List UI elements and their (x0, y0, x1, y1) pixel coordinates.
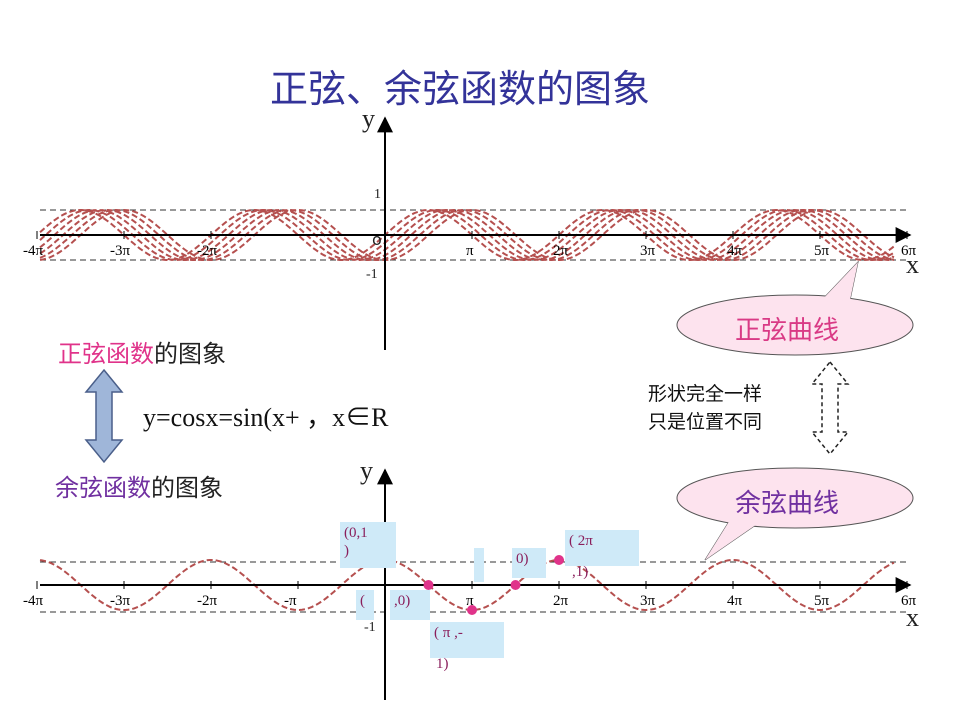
point-box-halfpi-end: ,0) (390, 590, 430, 620)
key-point-3 (510, 580, 521, 590)
point-box-2pi-text: ( 2π (569, 533, 593, 549)
top-tick-label-1: -3π (110, 243, 130, 259)
bottom-cosine-curve (39, 559, 895, 612)
bottom-x-ticks: -4π -3π -2π -π π 2π 3π 4π 5π 6π (23, 581, 917, 609)
bottom-y-tick-minus1: -1 (364, 620, 376, 635)
slide-title: 正弦、余弦函数的图象 (269, 67, 650, 111)
note-line-2: 只是位置不同 (648, 411, 763, 433)
point-box-halfpi-text: ,0) (394, 593, 411, 609)
cosine-bubble-text: 余弦曲线 (735, 489, 840, 519)
point-box-2pi: ( 2π (565, 530, 639, 566)
top-sine-curves (39, 208, 895, 262)
double-arrow-left (84, 368, 124, 464)
key-point-4 (554, 555, 565, 565)
key-point-1 (423, 580, 434, 590)
double-arrow-right (810, 360, 850, 456)
sine-curve-trace-5 (39, 208, 895, 261)
point-box-0-1: (0,1 ) (340, 522, 396, 568)
top-x-label: x (906, 250, 919, 279)
identity-formula: y=cosx=sin(x+ ，x∈R (143, 403, 389, 432)
sine-curve-trace-0 (39, 209, 895, 261)
top-tick-label-5: 3π (640, 243, 656, 259)
top-y-tick-1: 1 (374, 187, 381, 202)
point-box-pi-small (474, 548, 484, 582)
sine-bubble (676, 260, 914, 356)
point-box-3halfpi: 0) (512, 548, 546, 578)
sine-graph-label: 正弦函数的图象 (58, 334, 226, 369)
sine-curve-trace-2 (39, 208, 895, 261)
bottom-tick-label-5: 2π (553, 593, 569, 609)
top-tick-label-8: 6π (901, 243, 917, 259)
bottom-graph: -4π -3π -2π -π π 2π 3π 4π 5π 6π (23, 468, 917, 700)
sine-function-text: 正弦函数 (58, 340, 154, 368)
top-x-ticks: -4π -3π -2π π 2π 3π 4π 5π 6π (23, 231, 917, 259)
bottom-tick-label-3: -π (284, 593, 297, 609)
point-box-0-1-text-b: ) (344, 543, 349, 559)
bottom-tick-label-2: -2π (197, 593, 217, 609)
top-tick-label-6: 4π (727, 243, 743, 259)
sine-bubble-text: 正弦曲线 (735, 316, 840, 346)
top-tick-label-4: 2π (553, 243, 569, 259)
top-graph: -4π -3π -2π π 2π 3π 4π 5π 6π (23, 116, 917, 350)
point-box-pi-text-b: 1) (436, 656, 449, 672)
bottom-tick-label-6: 3π (640, 593, 656, 609)
cosine-function-text: 余弦函数 (55, 474, 151, 502)
top-tick-label-2: -2π (197, 243, 217, 259)
bottom-tick-label-1: -3π (110, 593, 130, 609)
point-box-2pi-text-b: ,1) (572, 564, 589, 580)
top-tick-label-0: -4π (23, 243, 43, 259)
key-point-2 (467, 605, 478, 615)
top-tick-label-7: 5π (814, 243, 830, 259)
point-box-pi-text: ( π ,- (434, 625, 463, 641)
bottom-x-label: x (906, 603, 919, 632)
sine-curve-trace-3 (39, 209, 895, 261)
bottom-tick-label-4: π (466, 593, 474, 609)
cosine-suffix-text: 的图象 (151, 474, 223, 502)
top-tick-label-3: π (466, 243, 474, 259)
shape-note: 形状完全一样 只是位置不同 (648, 380, 762, 436)
sine-suffix-text: 的图象 (154, 340, 226, 368)
point-box-halfpi-open: ( (360, 593, 365, 609)
point-box-halfpi: ( (356, 590, 374, 620)
point-box-0-1-text: (0,1 (344, 525, 368, 541)
sine-curve-trace-1 (39, 209, 895, 262)
cosine-curve (39, 559, 895, 612)
cosine-graph-label: 余弦函数的图象 (55, 468, 223, 503)
point-box-pi: ( π ,- (430, 622, 504, 658)
bottom-y-label: y (360, 456, 373, 485)
bottom-tick-label-8: 5π (814, 593, 830, 609)
top-y-label: y (362, 104, 375, 133)
bottom-tick-label-9: 6π (901, 593, 917, 609)
top-y-tick-minus1: -1 (366, 267, 378, 282)
point-box-3halfpi-text: 0) (516, 551, 529, 567)
note-line-1: 形状完全一样 (648, 383, 763, 405)
bottom-tick-label-0: -4π (23, 593, 43, 609)
top-origin-label: o (372, 230, 382, 249)
cosine-bubble (676, 467, 914, 561)
bottom-tick-label-7: 4π (727, 593, 743, 609)
